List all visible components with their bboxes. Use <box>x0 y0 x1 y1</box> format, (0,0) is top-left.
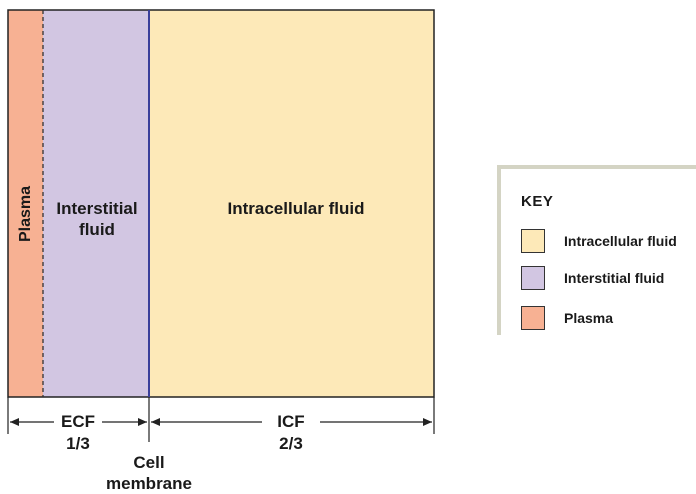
plasma-swatch <box>521 306 545 330</box>
key-item-label: Plasma <box>564 310 614 326</box>
plasma-label: Plasma <box>17 185 34 243</box>
plasma-region <box>8 10 43 397</box>
key-legend: KEY Intracellular fluid Interstitial flu… <box>497 165 696 335</box>
key-item-interstitial: Interstitial fluid <box>521 266 664 290</box>
intracellular-region <box>149 10 434 397</box>
ecf-arrowhead-left <box>10 418 19 426</box>
icf-arrowhead-right <box>423 418 432 426</box>
icf-arrowhead-left <box>151 418 160 426</box>
key-item-label: Intracellular fluid <box>564 233 677 249</box>
intracellular-swatch <box>521 229 545 253</box>
key-item-intracellular: Intracellular fluid <box>521 229 677 253</box>
ecf-label: ECF <box>61 412 95 431</box>
ecf-arrowhead-right <box>138 418 147 426</box>
icf-fraction: 2/3 <box>279 434 303 453</box>
cell-membrane-label: Cell membrane <box>106 453 192 493</box>
intracellular-fluid-label: Intracellular fluid <box>227 199 365 218</box>
interstitial-swatch <box>521 266 545 290</box>
icf-label: ICF <box>277 412 305 431</box>
interstitial-region <box>43 10 149 397</box>
key-item-label: Interstitial fluid <box>564 270 665 286</box>
interstitial-fluid-label: Interstitial fluid <box>56 199 138 239</box>
key-title: KEY <box>521 193 554 210</box>
diagram-border <box>7 9 435 398</box>
key-item-plasma: Plasma <box>521 306 613 330</box>
ecf-fraction: 1/3 <box>66 434 90 453</box>
